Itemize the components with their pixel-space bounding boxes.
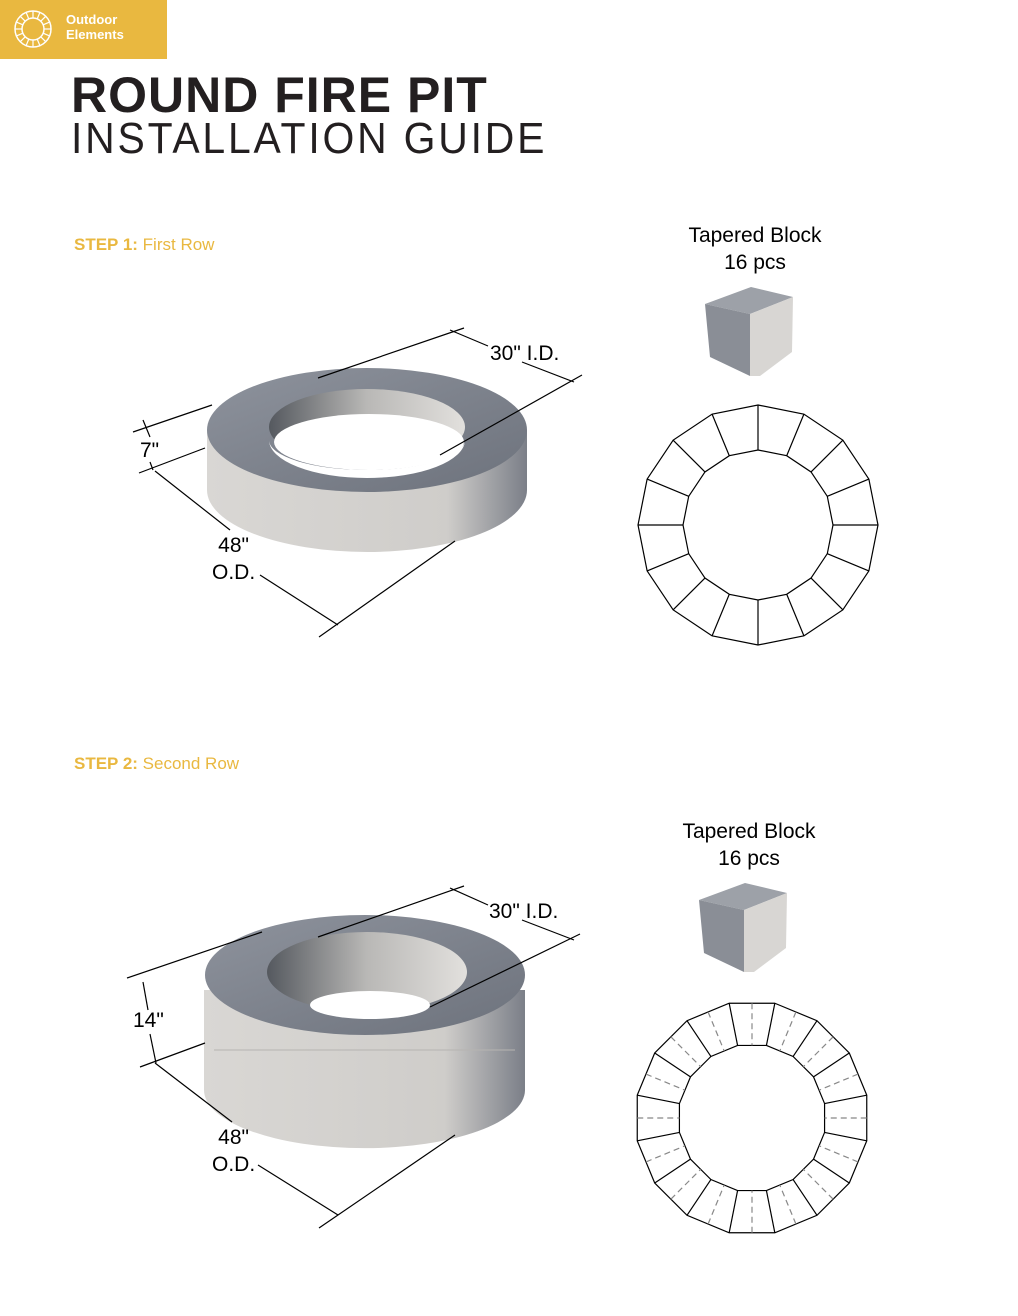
block-joint (711, 413, 730, 456)
block-label: Tapered Block (682, 820, 816, 843)
tapered-block-icon (705, 287, 793, 376)
step-1-name: First Row (142, 235, 215, 254)
block-joint (637, 1131, 680, 1142)
block-joint (792, 1020, 818, 1057)
brand-logo: Outdoor Elements (0, 0, 167, 59)
block-joint (672, 577, 706, 611)
lower-row-joint (645, 1145, 686, 1163)
od-label: O.D. (212, 1153, 256, 1176)
block-joint (728, 1190, 739, 1233)
brand-name-line1: Outdoor (66, 12, 118, 27)
block-joint (654, 1052, 691, 1078)
step-1-heading: STEP 1: First Row (74, 235, 214, 255)
step-2-outer-diameter: 48" O.D. (212, 1124, 255, 1178)
block-joint (686, 1179, 712, 1216)
block-count: 16 pcs (718, 847, 780, 870)
block-joint (672, 439, 706, 473)
ring-inner-edge (682, 449, 834, 601)
dimension-lines (126, 327, 583, 1229)
lower-row-joint (802, 1036, 834, 1068)
fire-pit-step-2-illustration (204, 915, 525, 1149)
step-1-outer-diameter: 48" O.D. (212, 532, 255, 586)
step-2-heading: STEP 2: Second Row (74, 754, 239, 774)
step-1-number: STEP 1: (74, 235, 138, 254)
page-subtitle: INSTALLATION GUIDE (71, 114, 548, 163)
od-label: O.D. (212, 561, 256, 584)
block-joint (824, 1131, 867, 1142)
lower-row-joint (779, 1011, 797, 1052)
block-joint (786, 413, 805, 456)
lower-row-joint (802, 1168, 834, 1200)
block-joint (813, 1052, 850, 1078)
step-2-block-info: Tapered Block 16 pcs (664, 818, 834, 872)
brand-name-line2: Elements (66, 27, 124, 42)
block-label: Tapered Block (688, 224, 822, 247)
lower-row-joint (670, 1168, 702, 1200)
block-joint (637, 1094, 680, 1105)
lower-row-joint (779, 1184, 797, 1225)
lower-row-joint (670, 1036, 702, 1068)
block-joint (786, 594, 805, 637)
lower-row-joint (645, 1073, 686, 1091)
step-2-inner-diameter: 30" I.D. (489, 900, 559, 923)
block-joint (654, 1158, 691, 1184)
brand-name: Outdoor Elements (66, 12, 124, 42)
block-joint (711, 594, 730, 637)
step-1-block-info: Tapered Block 16 pcs (670, 222, 840, 276)
lower-row-joint (707, 1184, 725, 1225)
lower-row-joint (707, 1011, 725, 1052)
step-2-height: 14" (133, 1009, 164, 1032)
block-joint (810, 439, 844, 473)
tapered-block-icon (699, 883, 787, 972)
block-joint (810, 577, 844, 611)
block-joint (765, 1190, 776, 1233)
block-joint (686, 1020, 712, 1057)
od-value: 48" (218, 534, 249, 557)
block-joint (728, 1003, 739, 1046)
lower-row-joint (818, 1145, 859, 1163)
block-joint (824, 1094, 867, 1105)
block-joint (827, 553, 870, 572)
step-1-height: 7" (140, 439, 160, 462)
step-1-inner-diameter: 30" I.D. (490, 342, 560, 365)
block-count: 16 pcs (724, 251, 786, 274)
step-2-name: Second Row (142, 754, 240, 773)
block-joint (792, 1179, 818, 1216)
block-joint (646, 553, 689, 572)
ring-layout-step-1 (637, 404, 879, 646)
block-joint (646, 478, 689, 497)
lower-row-joint (818, 1073, 859, 1091)
ring-inner-edge (678, 1044, 826, 1192)
block-joint (813, 1158, 850, 1184)
ring-layout-step-2 (636, 1002, 868, 1234)
block-joint (827, 478, 870, 497)
block-joint (765, 1003, 776, 1046)
step-2-number: STEP 2: (74, 754, 138, 773)
fire-pit-ring-logo-icon (14, 10, 52, 48)
page-title: ROUND FIRE PIT (71, 67, 488, 123)
od-value: 48" (218, 1126, 249, 1149)
fire-pit-step-1-illustration (207, 368, 527, 552)
